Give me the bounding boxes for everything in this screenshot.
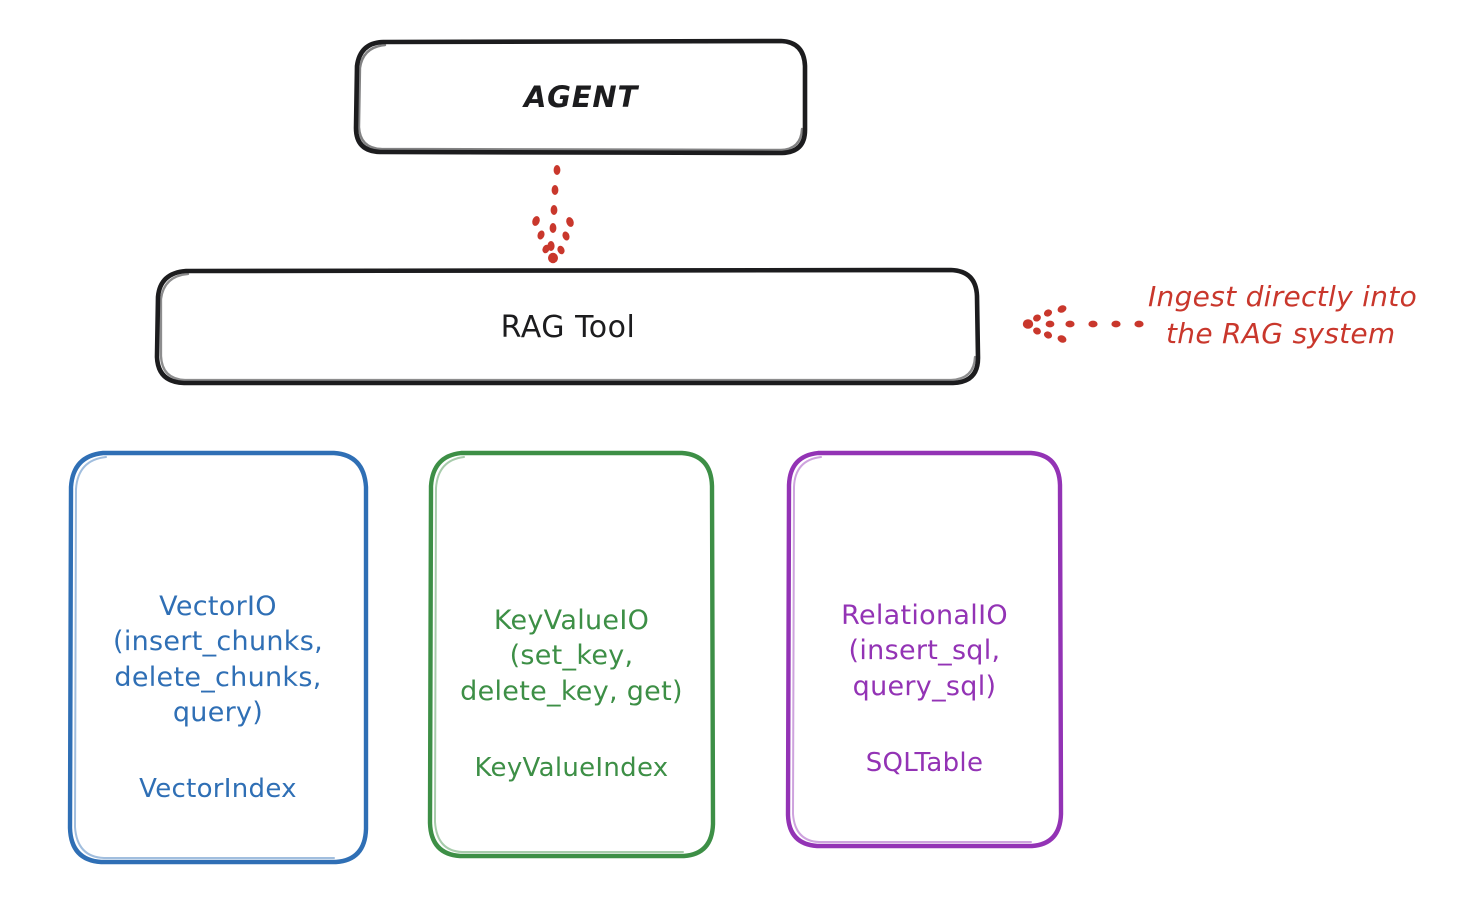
vector-io-title: VectorIO (insert_chunks, delete_chunks, …	[113, 591, 323, 728]
agent-label: AGENT	[523, 80, 639, 115]
rag-tool-label: RAG Tool	[500, 309, 636, 345]
relational-io-node[interactable]: RelationalIO (insert_sql, query_sql) SQL…	[788, 452, 1061, 846]
rag-tool-box-outline	[154, 267, 981, 386]
ingest-annotation: Ingest directly into the RAG system	[1148, 278, 1468, 352]
agent-to-rag-tool-arrow	[532, 165, 574, 264]
vector-io-text-block: VectorIO (insert_chunks, delete_chunks, …	[70, 511, 366, 803]
key-value-index-label: KeyValueIndex	[474, 752, 669, 783]
vector-index-label: VectorIndex	[139, 773, 297, 804]
ingest-annotation-line2: the RAG system	[1166, 317, 1396, 351]
key-value-io-title: KeyValueIO (set_key, delete_key, get)	[460, 605, 683, 707]
relational-io-title: RelationalIO (insert_sql, query_sql)	[841, 600, 1008, 702]
sql-table-label: SQLTable	[865, 747, 984, 778]
vector-io-box-outline	[67, 450, 369, 865]
ingest-arrow	[1022, 305, 1144, 343]
key-value-io-node[interactable]: KeyValueIO (set_key, delete_key, get) Ke…	[430, 452, 713, 856]
rag-tool-node[interactable]: RAG Tool	[157, 270, 979, 384]
relational-io-box-outline	[785, 450, 1064, 849]
ingest-annotation-line1: Ingest directly into	[1148, 280, 1418, 313]
vector-io-node[interactable]: VectorIO (insert_chunks, delete_chunks, …	[70, 452, 366, 863]
relational-io-text-block: RelationalIO (insert_sql, query_sql) SQL…	[788, 520, 1061, 777]
key-value-io-box-outline	[427, 450, 716, 859]
agent-box-outline	[353, 38, 808, 156]
agent-node[interactable]: AGENT	[356, 41, 806, 154]
key-value-io-text-block: KeyValueIO (set_key, delete_key, get) Ke…	[430, 525, 713, 782]
